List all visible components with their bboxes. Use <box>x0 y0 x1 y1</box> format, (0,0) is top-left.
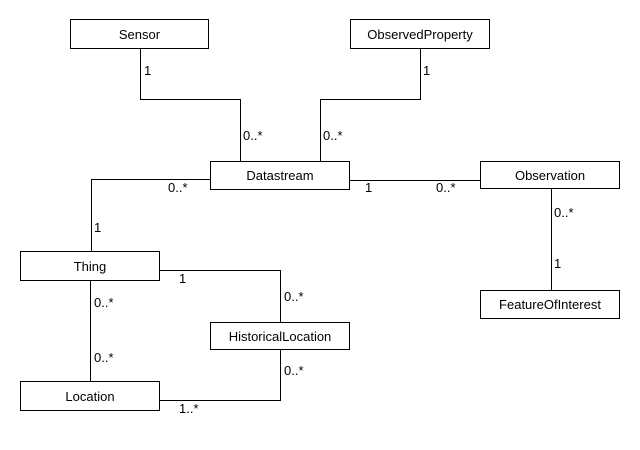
edge-sensor-datastream-segment-3 <box>240 99 241 161</box>
multiplicity-thing-historicallocation-historicallocation-end: 0..* <box>284 289 304 304</box>
edge-thing-historicallocation-segment-1 <box>160 270 281 271</box>
edge-observedproperty-datastream-segment-1 <box>420 48 421 99</box>
node-thing-label: Thing <box>73 258 107 274</box>
edge-thing-datastream-segment-2 <box>91 179 92 251</box>
multiplicity-observation-featureofinterest-featureofinterest-end: 1 <box>554 256 562 271</box>
multiplicity-location-historicallocation-location-end: 1..* <box>179 401 199 416</box>
node-observation: Observation <box>480 161 620 189</box>
edge-sensor-datastream-segment-1 <box>140 48 141 99</box>
multiplicity-thing-datastream-datastream-end: 0..* <box>168 180 188 195</box>
edge-datastream-observation-segment-1 <box>350 180 480 181</box>
multiplicity-datastream-observation-datastream-end: 1 <box>365 180 373 195</box>
node-feature-of-interest: FeatureOfInterest <box>480 290 620 319</box>
node-datastream-label: Datastream <box>246 168 314 183</box>
edge-thing-location-segment-1 <box>90 280 91 381</box>
node-observation-label: Observation <box>514 167 586 183</box>
node-thing: Thing <box>20 251 160 281</box>
node-historical-location: HistoricalLocation <box>210 322 350 350</box>
edge-location-historicallocation-segment-2 <box>280 350 281 401</box>
multiplicity-thing-location-location-end: 0..* <box>94 350 114 365</box>
node-historical-location-label: HistoricalLocation <box>228 328 332 344</box>
multiplicity-thing-datastream-thing-end: 1 <box>94 220 102 235</box>
multiplicity-datastream-observation-observation-end: 0..* <box>436 180 456 195</box>
edge-sensor-datastream-segment-2 <box>140 99 241 100</box>
node-feature-of-interest-label: FeatureOfInterest <box>499 297 601 312</box>
multiplicity-sensor-datastream-datastream-end: 0..* <box>243 128 263 143</box>
node-datastream: Datastream <box>210 161 350 190</box>
multiplicity-observedproperty-datastream-datastream-end: 0..* <box>323 128 343 143</box>
node-sensor-label: Sensor <box>118 26 161 42</box>
node-observed-property: ObservedProperty <box>350 19 490 49</box>
multiplicity-location-historicallocation-historicallocation-end: 0..* <box>284 363 304 378</box>
multiplicity-thing-location-thing-end: 0..* <box>94 295 114 310</box>
edge-observedproperty-datastream-segment-3 <box>320 99 321 161</box>
node-location: Location <box>20 381 160 411</box>
multiplicity-thing-historicallocation-thing-end: 1 <box>179 271 187 286</box>
edge-thing-historicallocation-segment-2 <box>280 270 281 322</box>
edge-thing-datastream-segment-1 <box>91 179 210 180</box>
node-location-label: Location <box>65 388 115 404</box>
edge-observation-featureofinterest-segment-1 <box>551 189 552 290</box>
edge-observedproperty-datastream-segment-2 <box>320 99 421 100</box>
node-sensor: Sensor <box>70 19 209 49</box>
multiplicity-observedproperty-datastream-observedproperty-end: 1 <box>423 63 431 78</box>
node-observed-property-label: ObservedProperty <box>367 26 473 42</box>
multiplicity-sensor-datastream-sensor-end: 1 <box>144 63 152 78</box>
edge-location-historicallocation-segment-1 <box>160 400 281 401</box>
multiplicity-observation-featureofinterest-observation-end: 0..* <box>554 205 574 220</box>
